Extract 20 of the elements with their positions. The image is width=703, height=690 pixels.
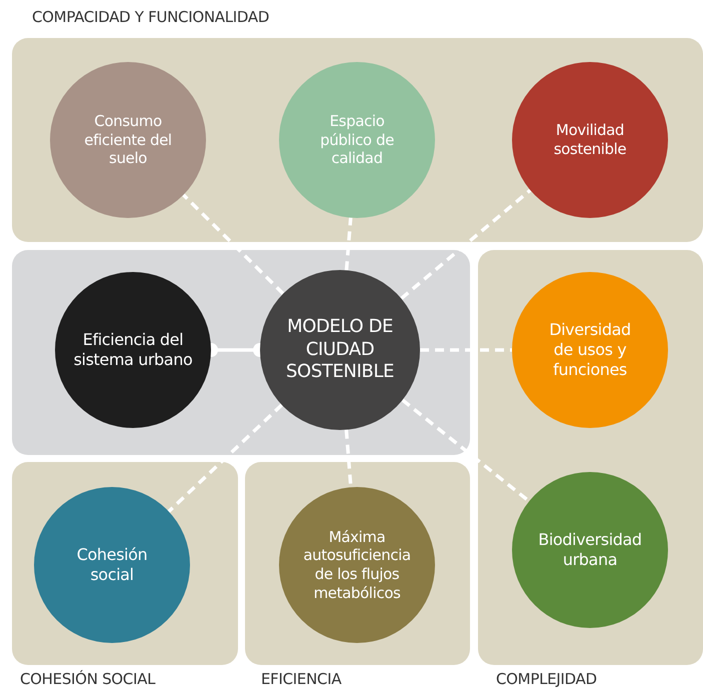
connector-line	[401, 398, 530, 503]
panel-heading: COMPLEJIDAD	[496, 670, 597, 688]
connector-line	[182, 194, 284, 295]
circle-label: Eficiencia del sistema urbano	[72, 330, 194, 370]
panel-heading: COHESIÓN SOCIAL	[20, 670, 156, 688]
circle-label: Diversidad de usos y funciones	[548, 320, 632, 380]
center-panel	[12, 250, 470, 455]
circle-label: Máxima autosuficiencia de los flujos metabólicos	[302, 528, 412, 602]
circle-label: Movilidad sostenible	[552, 121, 628, 159]
panel-heading: EFICIENCIA	[261, 670, 342, 688]
circle-label: MODELO DE CIUDAD SOSTENIBLE	[285, 316, 395, 384]
connector-line	[344, 218, 352, 270]
connector-line	[420, 348, 512, 352]
circle-label: Consumo eficiente del suelo	[83, 112, 173, 168]
connector-line	[168, 404, 283, 513]
circle-label: Espacio público de calidad	[319, 112, 395, 168]
panel-heading: COMPACIDAD Y FUNCIONALIDAD	[32, 8, 270, 26]
circle-label: Biodiversidad urbana	[537, 530, 643, 570]
connector-line	[400, 188, 532, 300]
circle-label: Cohesión social	[76, 545, 148, 585]
